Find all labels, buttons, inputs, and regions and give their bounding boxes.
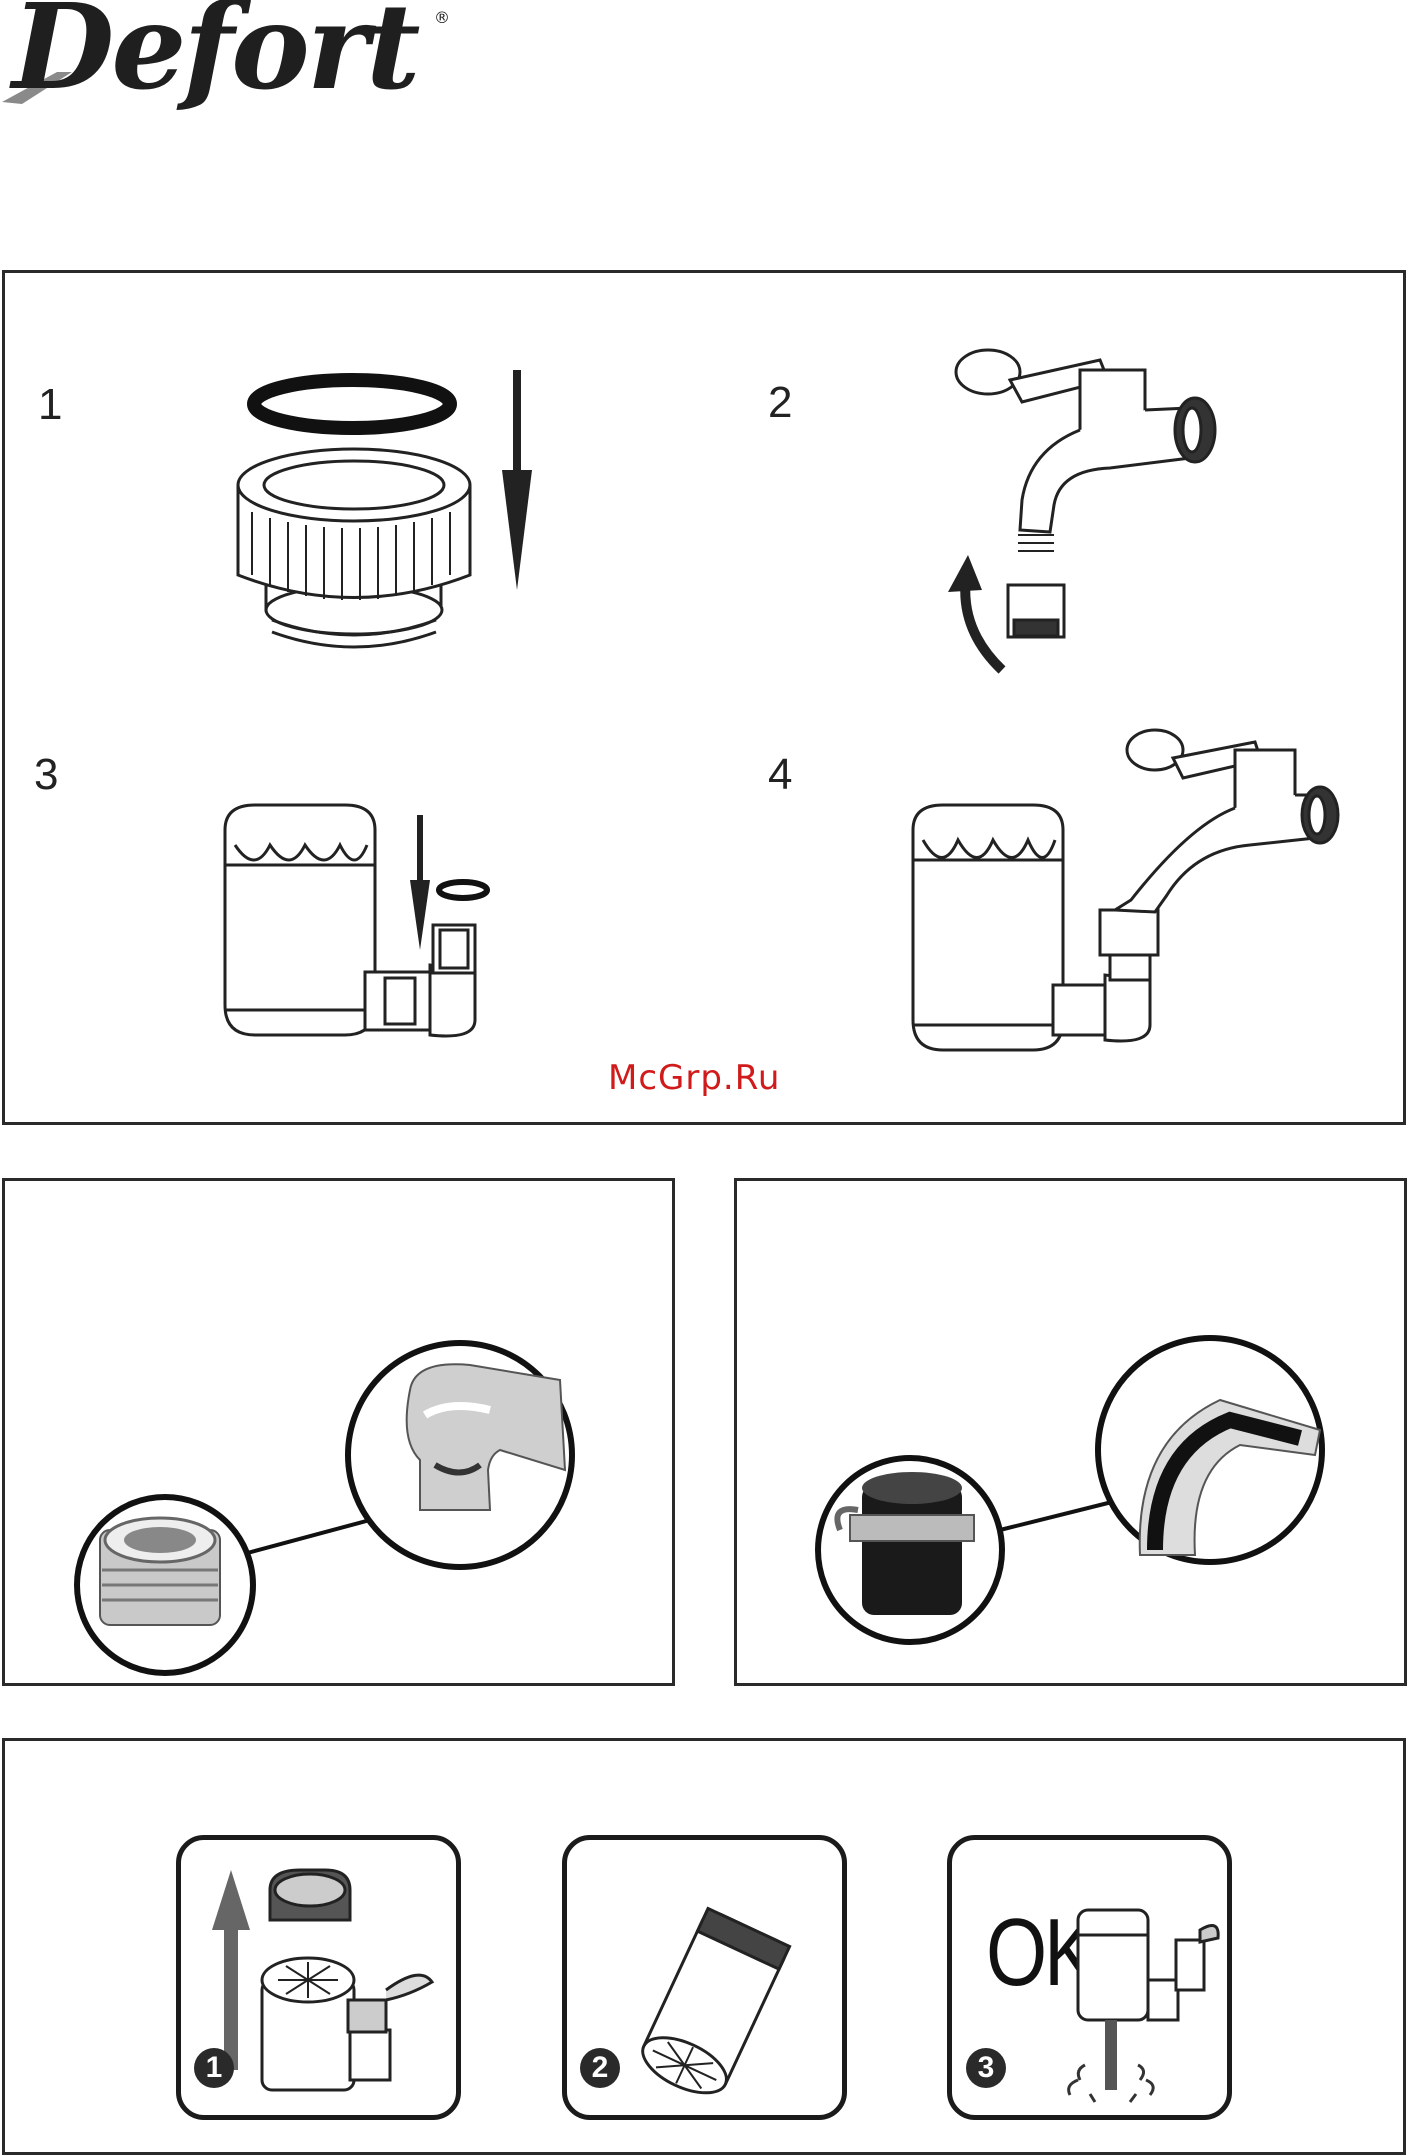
rubber-washer-icon	[254, 380, 450, 428]
down-arrow-icon	[410, 815, 430, 950]
watermark: McGrp.Ru	[608, 1058, 780, 1098]
threaded-adapter-icon	[77, 1497, 253, 1673]
filter-cartridge-illustration	[640, 1900, 790, 2100]
washer-adapter-illustration	[230, 370, 550, 660]
water-filter-icon	[262, 1870, 432, 2090]
water-flow-illustration	[1050, 1880, 1230, 2110]
water-filter-icon	[225, 805, 475, 1036]
up-arrow-icon	[212, 1870, 250, 2070]
faucet-adapter-zoom-illustration	[70, 1330, 630, 1660]
maintenance-step-number-3: 3	[966, 2048, 1006, 2088]
brand-name: Defort	[12, 0, 418, 106]
assembled-filter-illustration	[905, 730, 1335, 1070]
faucet-icon	[348, 1343, 572, 1567]
water-filter-icon	[1078, 1910, 1218, 2020]
faucet-icon	[1115, 730, 1338, 912]
rotate-arrow-icon	[948, 555, 1002, 670]
water-filter-icon	[634, 1908, 789, 2104]
faucet-icon	[956, 350, 1215, 637]
remove-cap-illustration	[200, 1850, 440, 2100]
down-arrow-icon	[502, 370, 532, 590]
step-number-1: 1	[38, 380, 62, 430]
assembled-filter-icon	[913, 805, 1158, 1050]
maintenance-step-number-2: 2	[580, 2048, 620, 2088]
small-washer-icon	[439, 882, 487, 898]
clamp-adapter-icon	[818, 1458, 1002, 1642]
brand-logo: Defort ®	[2, 0, 462, 110]
faucet-adapter-illustration	[930, 340, 1250, 680]
water-stream-icon	[1069, 2020, 1154, 2102]
faucet-icon	[1098, 1338, 1322, 1562]
clamp-adapter-zoom-illustration	[800, 1340, 1360, 1660]
registered-mark: ®	[434, 8, 450, 27]
filter-connector-illustration	[215, 800, 545, 1050]
step-number-4: 4	[768, 750, 792, 800]
step-number-3: 3	[34, 750, 58, 800]
threaded-adapter-icon	[238, 449, 470, 647]
step-number-2: 2	[768, 378, 792, 428]
maintenance-step-number-1: 1	[194, 2048, 234, 2088]
